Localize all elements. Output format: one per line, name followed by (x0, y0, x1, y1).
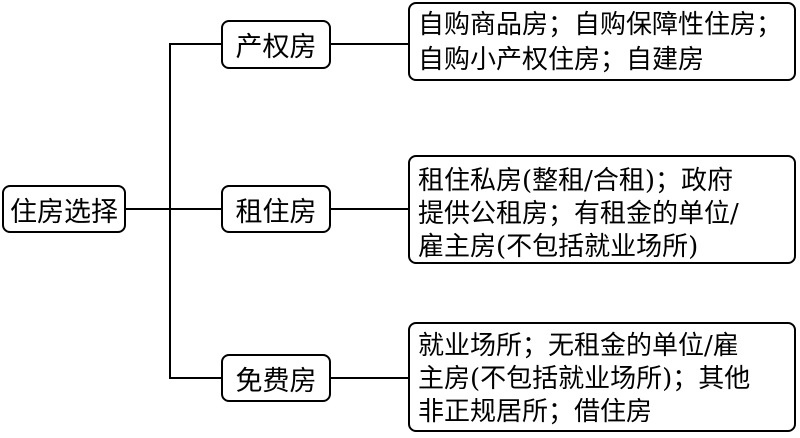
branch-node-label: 免费房 (235, 365, 317, 397)
branch-node-label: 产权房 (235, 32, 317, 63)
detail-box-free: 就业场所；无租金的单位/雇 主房(不包括就业场所)；其他 非正规居所；借住房 (408, 322, 796, 432)
branch-node-ownership: 产权房 (221, 20, 331, 69)
detail-box-rental: 租住私房(整租/合租)；政府 提供公租房；有租金的单位/ 雇主房(不包括就业场所… (408, 155, 796, 264)
detail-line: 就业场所；无租金的单位/雇 (418, 331, 739, 361)
detail-line: 租住私房(整租/合租)；政府 (418, 166, 734, 196)
root-node-box: 住房选择 (2, 185, 126, 233)
detail-line: 自购商品房；自购保障性住房； (418, 10, 783, 40)
branch-node-label: 租住房 (235, 196, 317, 228)
branch-node-free: 免费房 (221, 354, 331, 402)
detail-line: 自购小产权住房；自建房 (418, 45, 705, 75)
root-node-label: 住房选择 (10, 196, 118, 228)
detail-line: 主房(不包括就业场所)；其他 (418, 364, 751, 394)
branch-node-rental: 租住房 (221, 185, 331, 233)
detail-line: 雇主房(不包括就业场所) (418, 232, 699, 262)
detail-line: 提供公租房；有租金的单位/ (418, 199, 739, 229)
detail-box-ownership: 自购商品房；自购保障性住房； 自购小产权住房；自建房 (408, 2, 796, 81)
detail-line: 非正规居所；借住房 (418, 397, 653, 427)
